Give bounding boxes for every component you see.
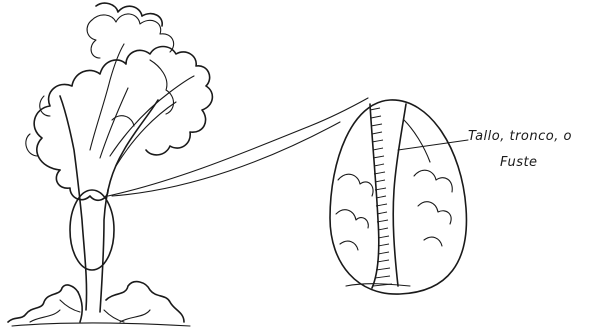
- tree-roots: [8, 282, 190, 326]
- trunk-label-line2: Fuste: [500, 155, 538, 170]
- trunk-hatching: [370, 108, 392, 286]
- trunk-label: Tallo, tronco, o Fuste: [468, 129, 572, 170]
- zoom-connector-lines: [108, 98, 368, 196]
- trunk-selection-ellipse: [70, 190, 114, 270]
- trunk-label-line1: Tallo, tronco, o: [468, 129, 572, 144]
- label-leader-line: [398, 140, 468, 150]
- zoomed-trunk-detail: [330, 100, 466, 294]
- tree-canopy: [26, 3, 213, 200]
